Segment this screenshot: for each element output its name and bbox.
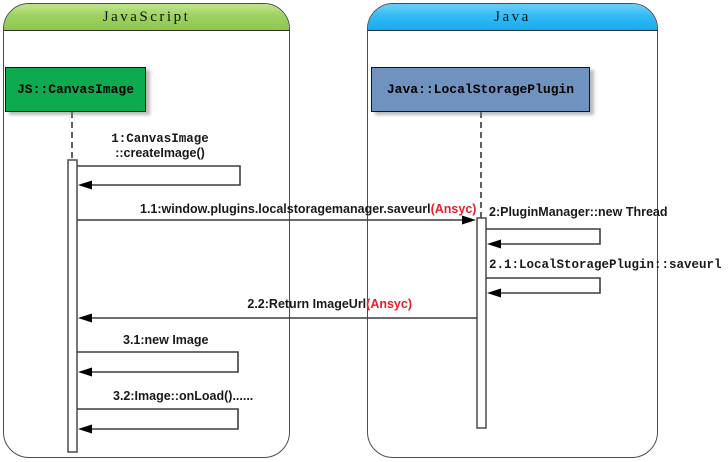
object-java-localstorageplugin: Java::LocalStoragePlugin	[371, 67, 590, 112]
message-2-line	[486, 228, 601, 245]
message-3-1-line	[77, 351, 239, 373]
message-1-label-line1: 1:CanvasImage	[111, 132, 209, 146]
message-1-1-arrowhead	[462, 215, 476, 225]
message-3-2-label: 3.2:Image::onLoad()......	[113, 389, 253, 403]
object-js-canvasimage-label: JS::CanvasImage	[16, 82, 135, 97]
message-1-label-line2: ::createImage()	[115, 146, 205, 160]
message-1-line	[77, 165, 241, 186]
object-js-canvasimage: JS::CanvasImage	[5, 67, 146, 112]
message-1-label: 1:CanvasImage ::createImage()	[77, 131, 243, 160]
activation-bar-java	[476, 217, 487, 429]
frame-javascript: JavaScript	[3, 3, 290, 458]
frame-java: Java	[367, 3, 658, 458]
message-3-2-arrowhead	[78, 424, 92, 434]
message-3-1-arrowhead	[78, 367, 92, 377]
message-3-1-label: 3.1:new Image	[123, 333, 208, 347]
object-java-localstorageplugin-label: Java::LocalStoragePlugin	[386, 82, 575, 97]
message-2-1-arrowhead	[487, 288, 501, 298]
frame-javascript-title: JavaScript	[102, 8, 191, 25]
message-3-2-label-text: 3.2:Image::onLoad()......	[113, 389, 254, 403]
frame-java-title: Java	[494, 8, 531, 25]
message-2-1-label: 2.1:LocalStoragePlugin::saveurl	[489, 258, 722, 272]
message-1-arrowhead	[78, 180, 92, 190]
message-2-2-label: 2.2:Return ImageUrl(Ansyc)	[162, 297, 412, 311]
message-1-1-label: 1.1:window.plugins.localstoragemanager.s…	[140, 202, 476, 216]
message-2-2-label-async-tag: (Ansyc)	[366, 297, 412, 311]
message-1-1-label-text: 1.1:window.plugins.localstoragemanager.s…	[140, 202, 431, 216]
message-2-arrowhead	[487, 239, 501, 249]
message-2-1-label-text: 2.1:LocalStoragePlugin::saveurl	[489, 258, 722, 272]
activation-bar-js	[67, 159, 78, 453]
message-3-1-label-text: 3.1:new Image	[123, 333, 209, 347]
frame-javascript-header: JavaScript	[4, 4, 289, 31]
message-2-2-label-text: 2.2:Return ImageUrl	[247, 297, 367, 311]
message-1-1-label-async-tag: (Ansyc)	[430, 202, 477, 216]
frame-java-header: Java	[368, 4, 657, 31]
message-2-label-text: 2:PluginManager::new Thread	[489, 205, 668, 219]
message-2-2-arrowhead	[78, 313, 92, 323]
message-2-label: 2:PluginManager::new Thread	[489, 205, 668, 219]
message-3-2-line	[77, 408, 239, 430]
message-2-1-line	[486, 277, 601, 294]
